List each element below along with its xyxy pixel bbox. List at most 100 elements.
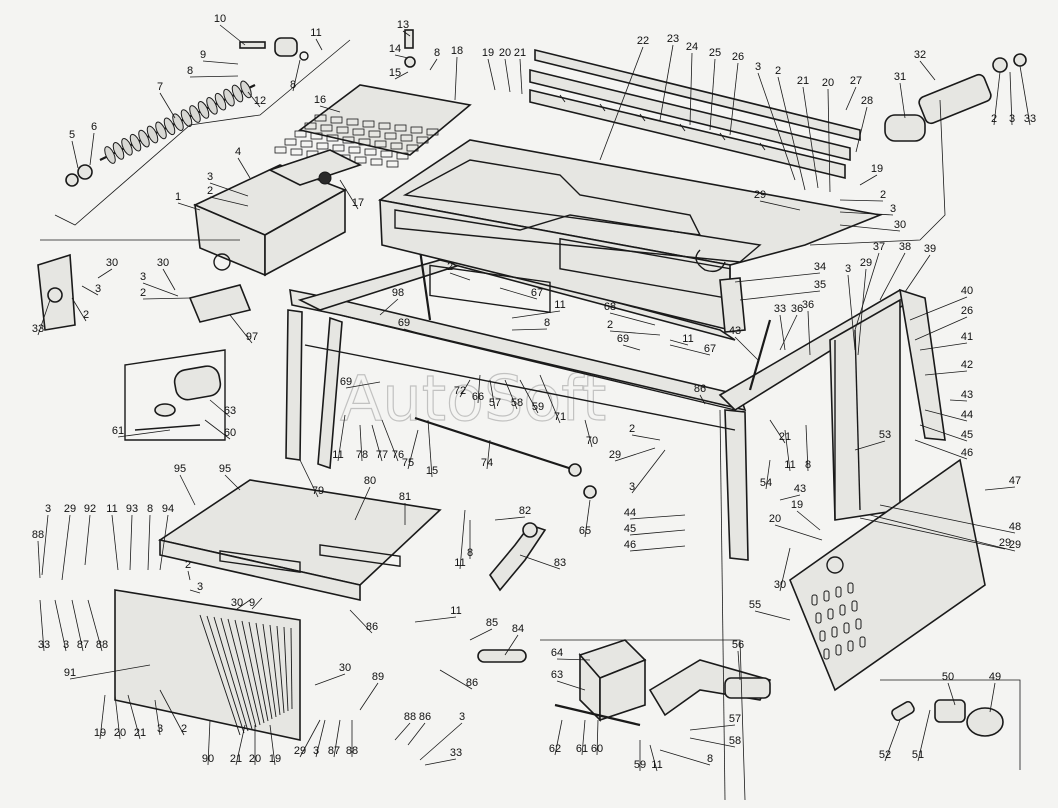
actuator-31 — [884, 53, 1027, 142]
leader-line — [394, 54, 409, 59]
leader-line — [339, 179, 359, 210]
leader-line — [599, 46, 644, 161]
leader-line — [354, 486, 371, 521]
callout-label: 15 — [389, 67, 401, 79]
leader-line — [839, 199, 884, 202]
callout-label: 3 — [755, 61, 761, 73]
callout-label: 20 — [249, 753, 261, 765]
leader-line — [337, 414, 346, 462]
leader-line — [292, 59, 301, 92]
callout-label: 29 — [860, 257, 872, 269]
callout-label: 41 — [961, 331, 973, 343]
callout-label: 86 — [419, 711, 431, 723]
callout-label: 19 — [791, 499, 803, 511]
leader-line — [519, 58, 523, 95]
callout-label: 33 — [774, 303, 786, 315]
callout-label: 47 — [1009, 475, 1021, 487]
leader-line — [187, 570, 191, 581]
leader-line — [734, 336, 759, 361]
leader-line — [614, 447, 656, 462]
callout-label: 20 — [499, 47, 511, 59]
callout-label: 89 — [372, 671, 384, 683]
leader-line — [114, 694, 121, 740]
callout-label: 11 — [106, 503, 117, 515]
leader-line — [487, 58, 496, 91]
callout-label: 21 — [514, 47, 526, 59]
callout-label: 60 — [591, 743, 603, 755]
callout-label: 11 — [682, 333, 693, 345]
leader-line — [869, 514, 1016, 552]
callout-label: 13 — [397, 19, 409, 31]
leader-line — [429, 58, 438, 71]
callout-label: 8 — [467, 547, 473, 559]
leader-line — [879, 252, 906, 301]
leader-line — [142, 282, 179, 297]
callout-label: 61 — [112, 425, 124, 437]
callout-label: 29 — [294, 745, 306, 757]
callout-label: 21 — [134, 727, 146, 739]
hinge-left — [37, 253, 76, 331]
callout-label: 95 — [219, 463, 231, 475]
callout-label: 77 — [376, 449, 388, 461]
callout-label: 2 — [775, 65, 781, 77]
callout-label: 80 — [364, 475, 376, 487]
callout-label: 67 — [531, 287, 543, 299]
callout-label: 16 — [314, 94, 326, 106]
callout-label: 8 — [187, 65, 193, 77]
callout-label: 42 — [961, 359, 973, 371]
leader-line — [659, 44, 674, 121]
leader-line — [689, 724, 736, 731]
callout-label: 94 — [162, 503, 174, 515]
callout-label: 35 — [814, 279, 826, 291]
callout-label: 69 — [398, 317, 410, 329]
leader-line — [839, 224, 901, 232]
callout-label: 2 — [185, 559, 191, 571]
callout-label: 50 — [942, 671, 954, 683]
callout-label: 53 — [879, 429, 891, 441]
leader-line — [511, 328, 548, 331]
leader-line — [202, 60, 239, 65]
leader-line — [394, 722, 411, 741]
callout-label: 64 — [551, 647, 563, 659]
callout-label: 8 — [544, 317, 550, 329]
callout-label: 67 — [704, 343, 716, 355]
leader-line — [207, 719, 211, 766]
leader-line — [539, 374, 561, 424]
leader-line — [427, 419, 433, 478]
leader-line — [845, 86, 857, 111]
leader-line — [237, 157, 251, 179]
callout-label: 59 — [634, 759, 646, 771]
leader-line — [581, 719, 586, 756]
leader-line — [407, 429, 419, 470]
leader-line — [504, 58, 511, 93]
callout-label: 88 — [346, 745, 358, 757]
leader-line — [402, 30, 411, 37]
callout-label: 22 — [637, 35, 649, 47]
main-frame — [285, 249, 946, 561]
leader-line — [189, 75, 239, 78]
callout-label: 85 — [486, 617, 498, 629]
callout-label: 93 — [126, 503, 138, 515]
callout-label: 56 — [732, 639, 744, 651]
callout-label: 15 — [426, 465, 438, 477]
leader-line — [424, 758, 457, 766]
callout-label: 2 — [207, 185, 213, 197]
leader-line — [459, 379, 471, 398]
leader-line — [777, 76, 806, 191]
leader-line — [315, 719, 326, 758]
leader-line — [235, 724, 246, 766]
callout-label: 20 — [114, 727, 126, 739]
callout-label: 2 — [991, 113, 997, 125]
callout-label: 58 — [729, 735, 741, 747]
callout-label: 83 — [554, 557, 566, 569]
leader-line — [689, 737, 736, 748]
callout-label: 71 — [554, 411, 566, 423]
leader-line — [519, 554, 561, 570]
leader-line — [949, 399, 968, 402]
callout-label: 29 — [64, 503, 76, 515]
leader-line — [117, 429, 171, 438]
callout-label: 57 — [489, 397, 501, 409]
leader-line — [855, 106, 868, 153]
leader-line — [779, 314, 786, 351]
